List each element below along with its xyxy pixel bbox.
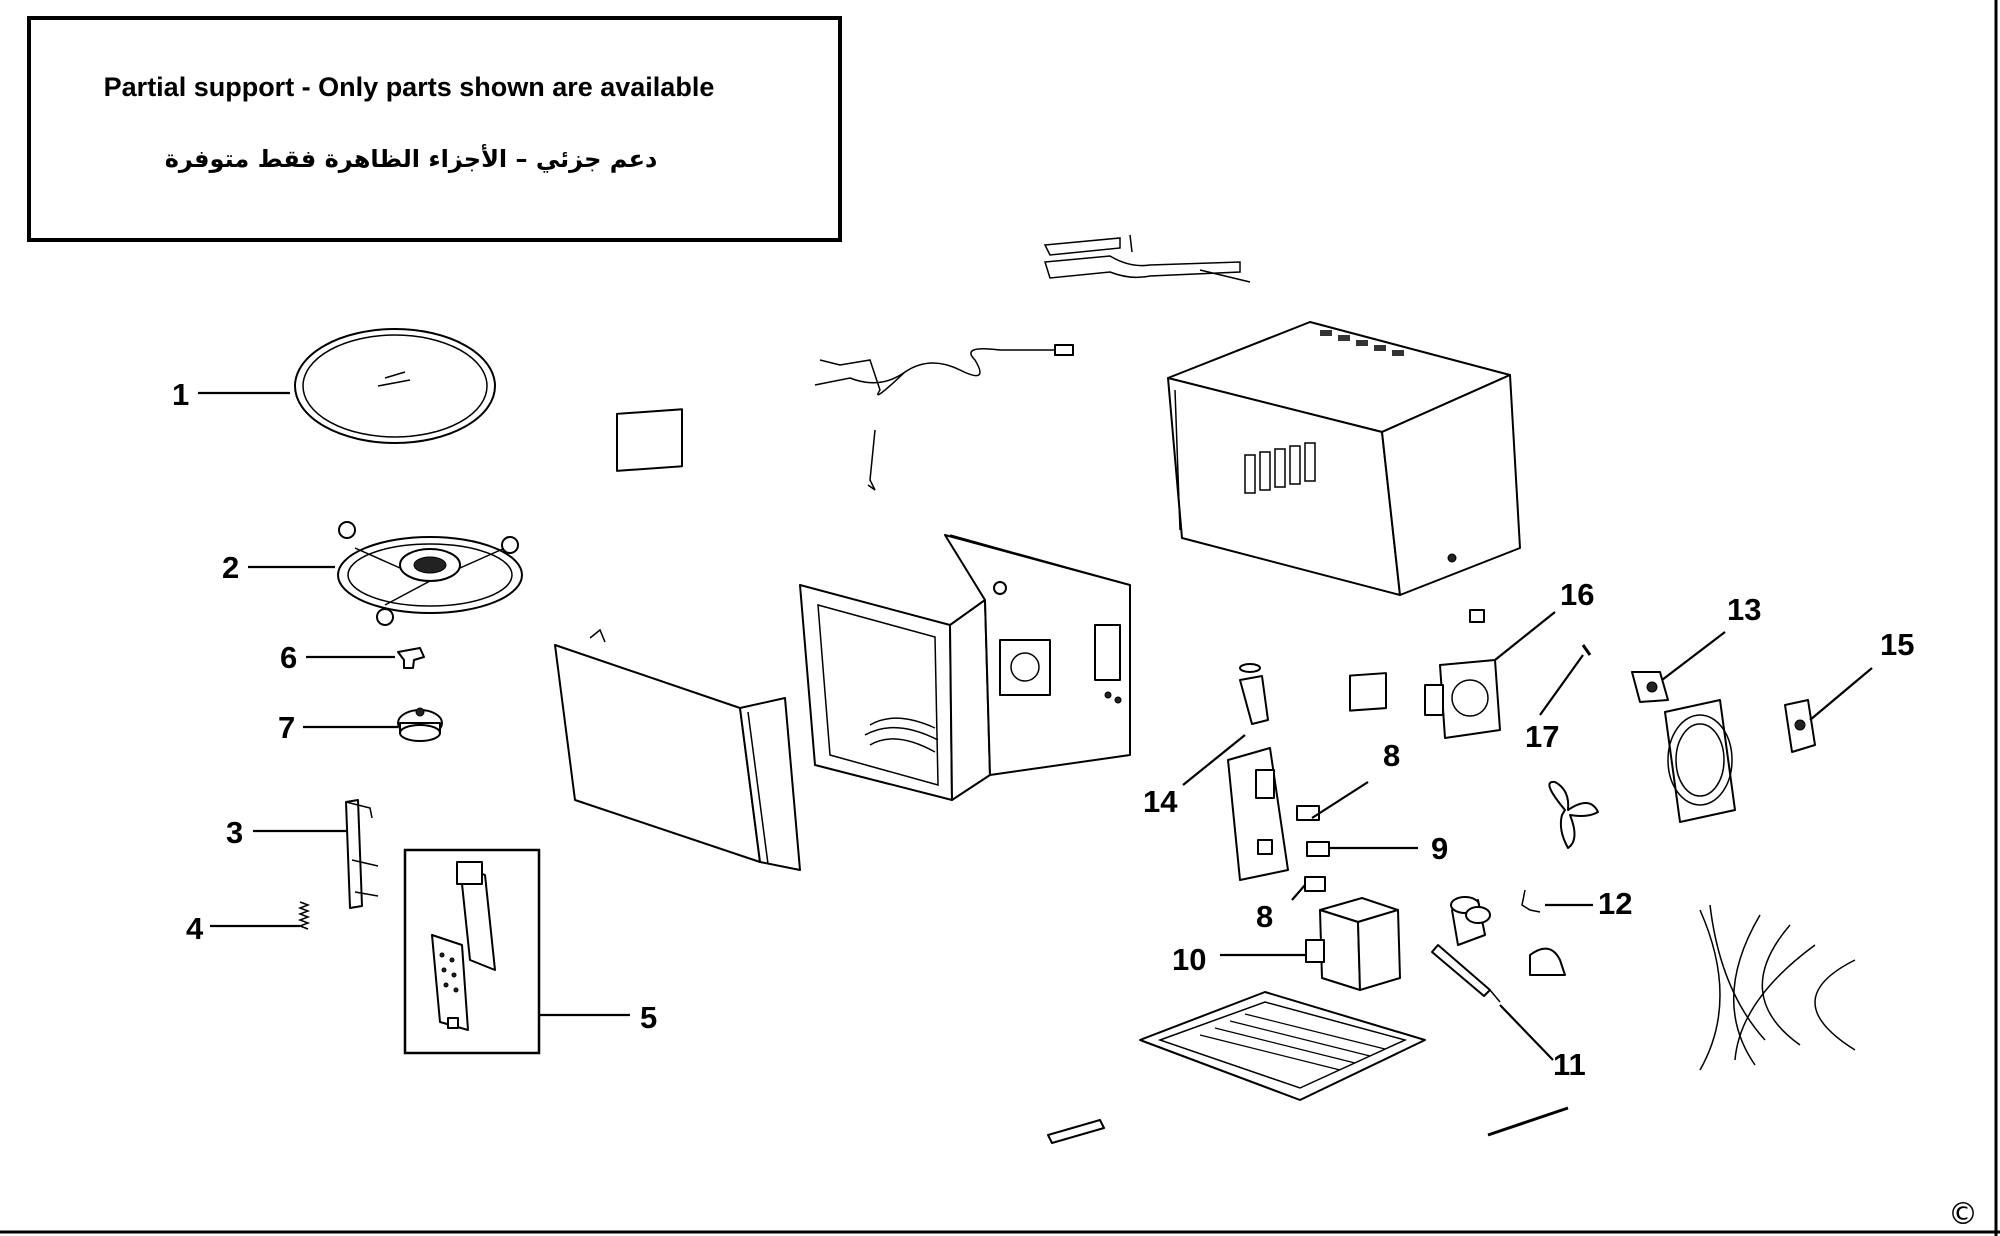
capacitor — [1450, 896, 1491, 946]
door-assembly — [554, 628, 801, 871]
cavity-assembly — [799, 534, 1131, 801]
leader-lines — [198, 391, 1873, 1061]
part-10-transformer — [1305, 897, 1401, 991]
callout-3: 3 — [226, 815, 243, 850]
part-4-spring — [297, 901, 311, 930]
fan-motor-frame — [1664, 699, 1736, 823]
callout-17: 17 — [1525, 719, 1559, 754]
part-11-diode — [1431, 944, 1501, 1003]
part-8-microswitch-upper — [1296, 805, 1320, 821]
part-15-bracket — [1784, 699, 1816, 753]
callout-5: 5 — [640, 1000, 657, 1035]
part-17-thermostat — [1581, 644, 1592, 656]
callout-16: 16 — [1560, 577, 1594, 612]
label-sheet — [616, 408, 683, 472]
part-13-switch — [1631, 671, 1669, 703]
callout-4: 4 — [186, 911, 204, 946]
part-3-latch-hook — [345, 799, 379, 909]
base-plate — [1139, 991, 1426, 1101]
part-16-magnetron — [1424, 609, 1501, 739]
part-7-turntable-motor — [397, 707, 443, 742]
bottom-rod — [1487, 1106, 1569, 1137]
callout-1: 1 — [172, 377, 189, 412]
callout-15: 15 — [1880, 627, 1914, 662]
callout-9: 9 — [1431, 831, 1448, 866]
callout-13: 13 — [1727, 592, 1761, 627]
callout-numbers: 1 2 3 4 5 6 7 8 8 9 10 11 12 13 14 15 16… — [172, 377, 1914, 1082]
part-8-microswitch-lower — [1304, 876, 1326, 892]
part-12-fuse — [1521, 889, 1541, 913]
capacitor-clamp — [1529, 947, 1566, 976]
callout-14: 14 — [1143, 784, 1178, 819]
callout-10: 10 — [1172, 942, 1206, 977]
heater-element — [1043, 234, 1251, 283]
part-2-roller-ring — [337, 521, 523, 626]
notice-box: Partial support - Only parts shown are a… — [27, 16, 842, 242]
notice-arabic: دعم جزئي – الأجزاء الظاهرة فقط متوفرة — [164, 145, 658, 173]
copyright-symbol: © — [1948, 1197, 1978, 1232]
callout-7: 7 — [278, 710, 295, 745]
bottom-bracket — [1047, 1119, 1105, 1144]
fan-blade — [1548, 780, 1599, 849]
callout-12: 12 — [1598, 886, 1632, 921]
wire-bundle — [1699, 904, 1856, 1071]
notice-title: Partial support - Only parts shown are a… — [103, 72, 715, 102]
outer-case — [1167, 321, 1521, 596]
label-sheet-2 — [1349, 672, 1387, 712]
part-9-microswitch — [1306, 841, 1330, 857]
part-6-coupler — [397, 647, 425, 669]
callout-6: 6 — [280, 640, 297, 675]
wire-harness — [814, 344, 1074, 491]
part-5-control-board — [403, 848, 541, 1055]
callout-8-upper: 8 — [1383, 738, 1400, 773]
callout-2: 2 — [222, 550, 239, 585]
part-14-lamp-switch-bracket — [1227, 663, 1289, 881]
callout-11: 11 — [1553, 1047, 1586, 1082]
callout-8-lower: 8 — [1256, 899, 1273, 934]
part-1-glass-tray — [294, 328, 496, 444]
